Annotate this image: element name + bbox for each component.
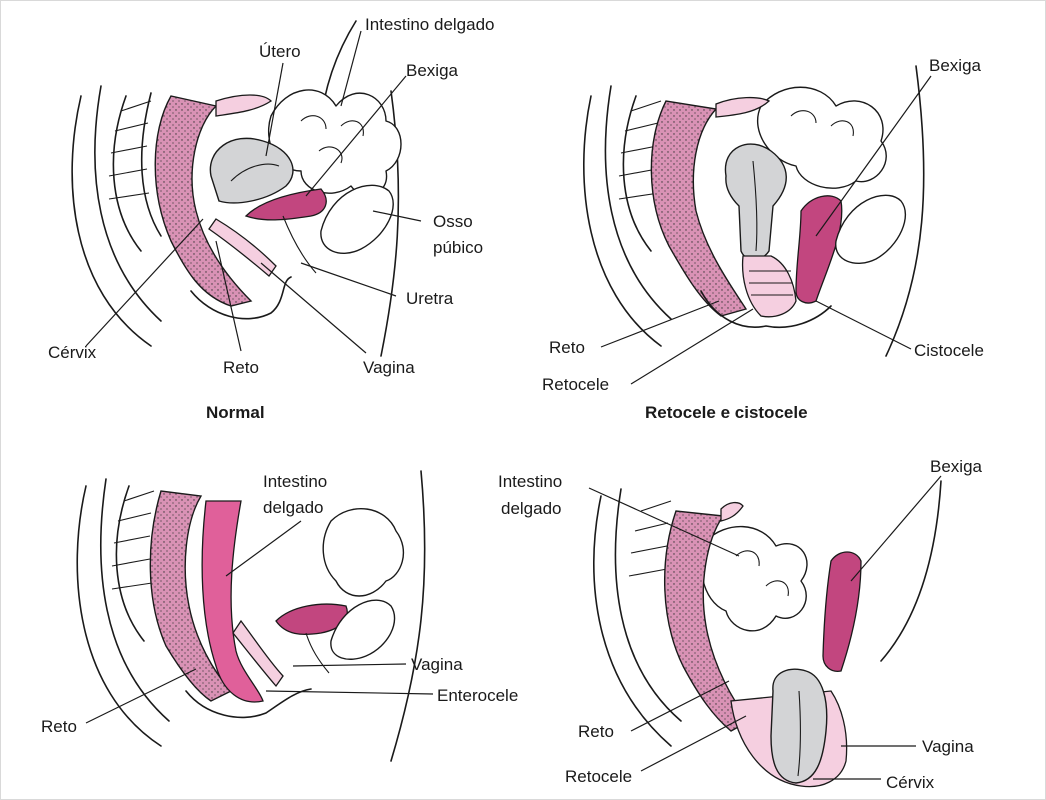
label-bexiga: Bexiga bbox=[406, 61, 459, 80]
caption-normal: Normal bbox=[206, 403, 265, 422]
label-reto-2: Reto bbox=[549, 338, 585, 357]
label-cervix-4: Cérvix bbox=[886, 773, 935, 792]
label-utero: Útero bbox=[259, 42, 301, 61]
panel-retocele-cistocele bbox=[584, 66, 931, 384]
label-intestino-4a: Intestino bbox=[498, 472, 562, 491]
label-bexiga-4: Bexiga bbox=[930, 457, 983, 476]
label-cervix: Cérvix bbox=[48, 343, 97, 362]
panel-enterocele bbox=[77, 471, 433, 761]
label-reto: Reto bbox=[223, 358, 259, 377]
caption-retocele-cistocele: Retocele e cistocele bbox=[645, 403, 808, 422]
label-vagina-3: Vagina bbox=[411, 655, 463, 674]
label-intestino-delgado: Intestino delgado bbox=[365, 15, 495, 34]
label-pubico: púbico bbox=[433, 238, 483, 257]
label-intestino-4b: delgado bbox=[501, 499, 562, 518]
panel-normal bbox=[72, 21, 421, 356]
label-bexiga-2: Bexiga bbox=[929, 56, 982, 75]
label-intestino-3a: Intestino bbox=[263, 472, 327, 491]
panel-prolapse bbox=[589, 476, 941, 787]
label-reto-3: Reto bbox=[41, 717, 77, 736]
label-uretra: Uretra bbox=[406, 289, 454, 308]
label-retocele-4: Retocele bbox=[565, 767, 632, 786]
label-osso: Osso bbox=[433, 212, 473, 231]
label-enterocele: Enterocele bbox=[437, 686, 518, 705]
label-cistocele: Cistocele bbox=[914, 341, 984, 360]
label-reto-4: Reto bbox=[578, 722, 614, 741]
label-retocele-2: Retocele bbox=[542, 375, 609, 394]
label-vagina-4: Vagina bbox=[922, 737, 974, 756]
label-intestino-3b: delgado bbox=[263, 498, 324, 517]
label-vagina: Vagina bbox=[363, 358, 415, 377]
